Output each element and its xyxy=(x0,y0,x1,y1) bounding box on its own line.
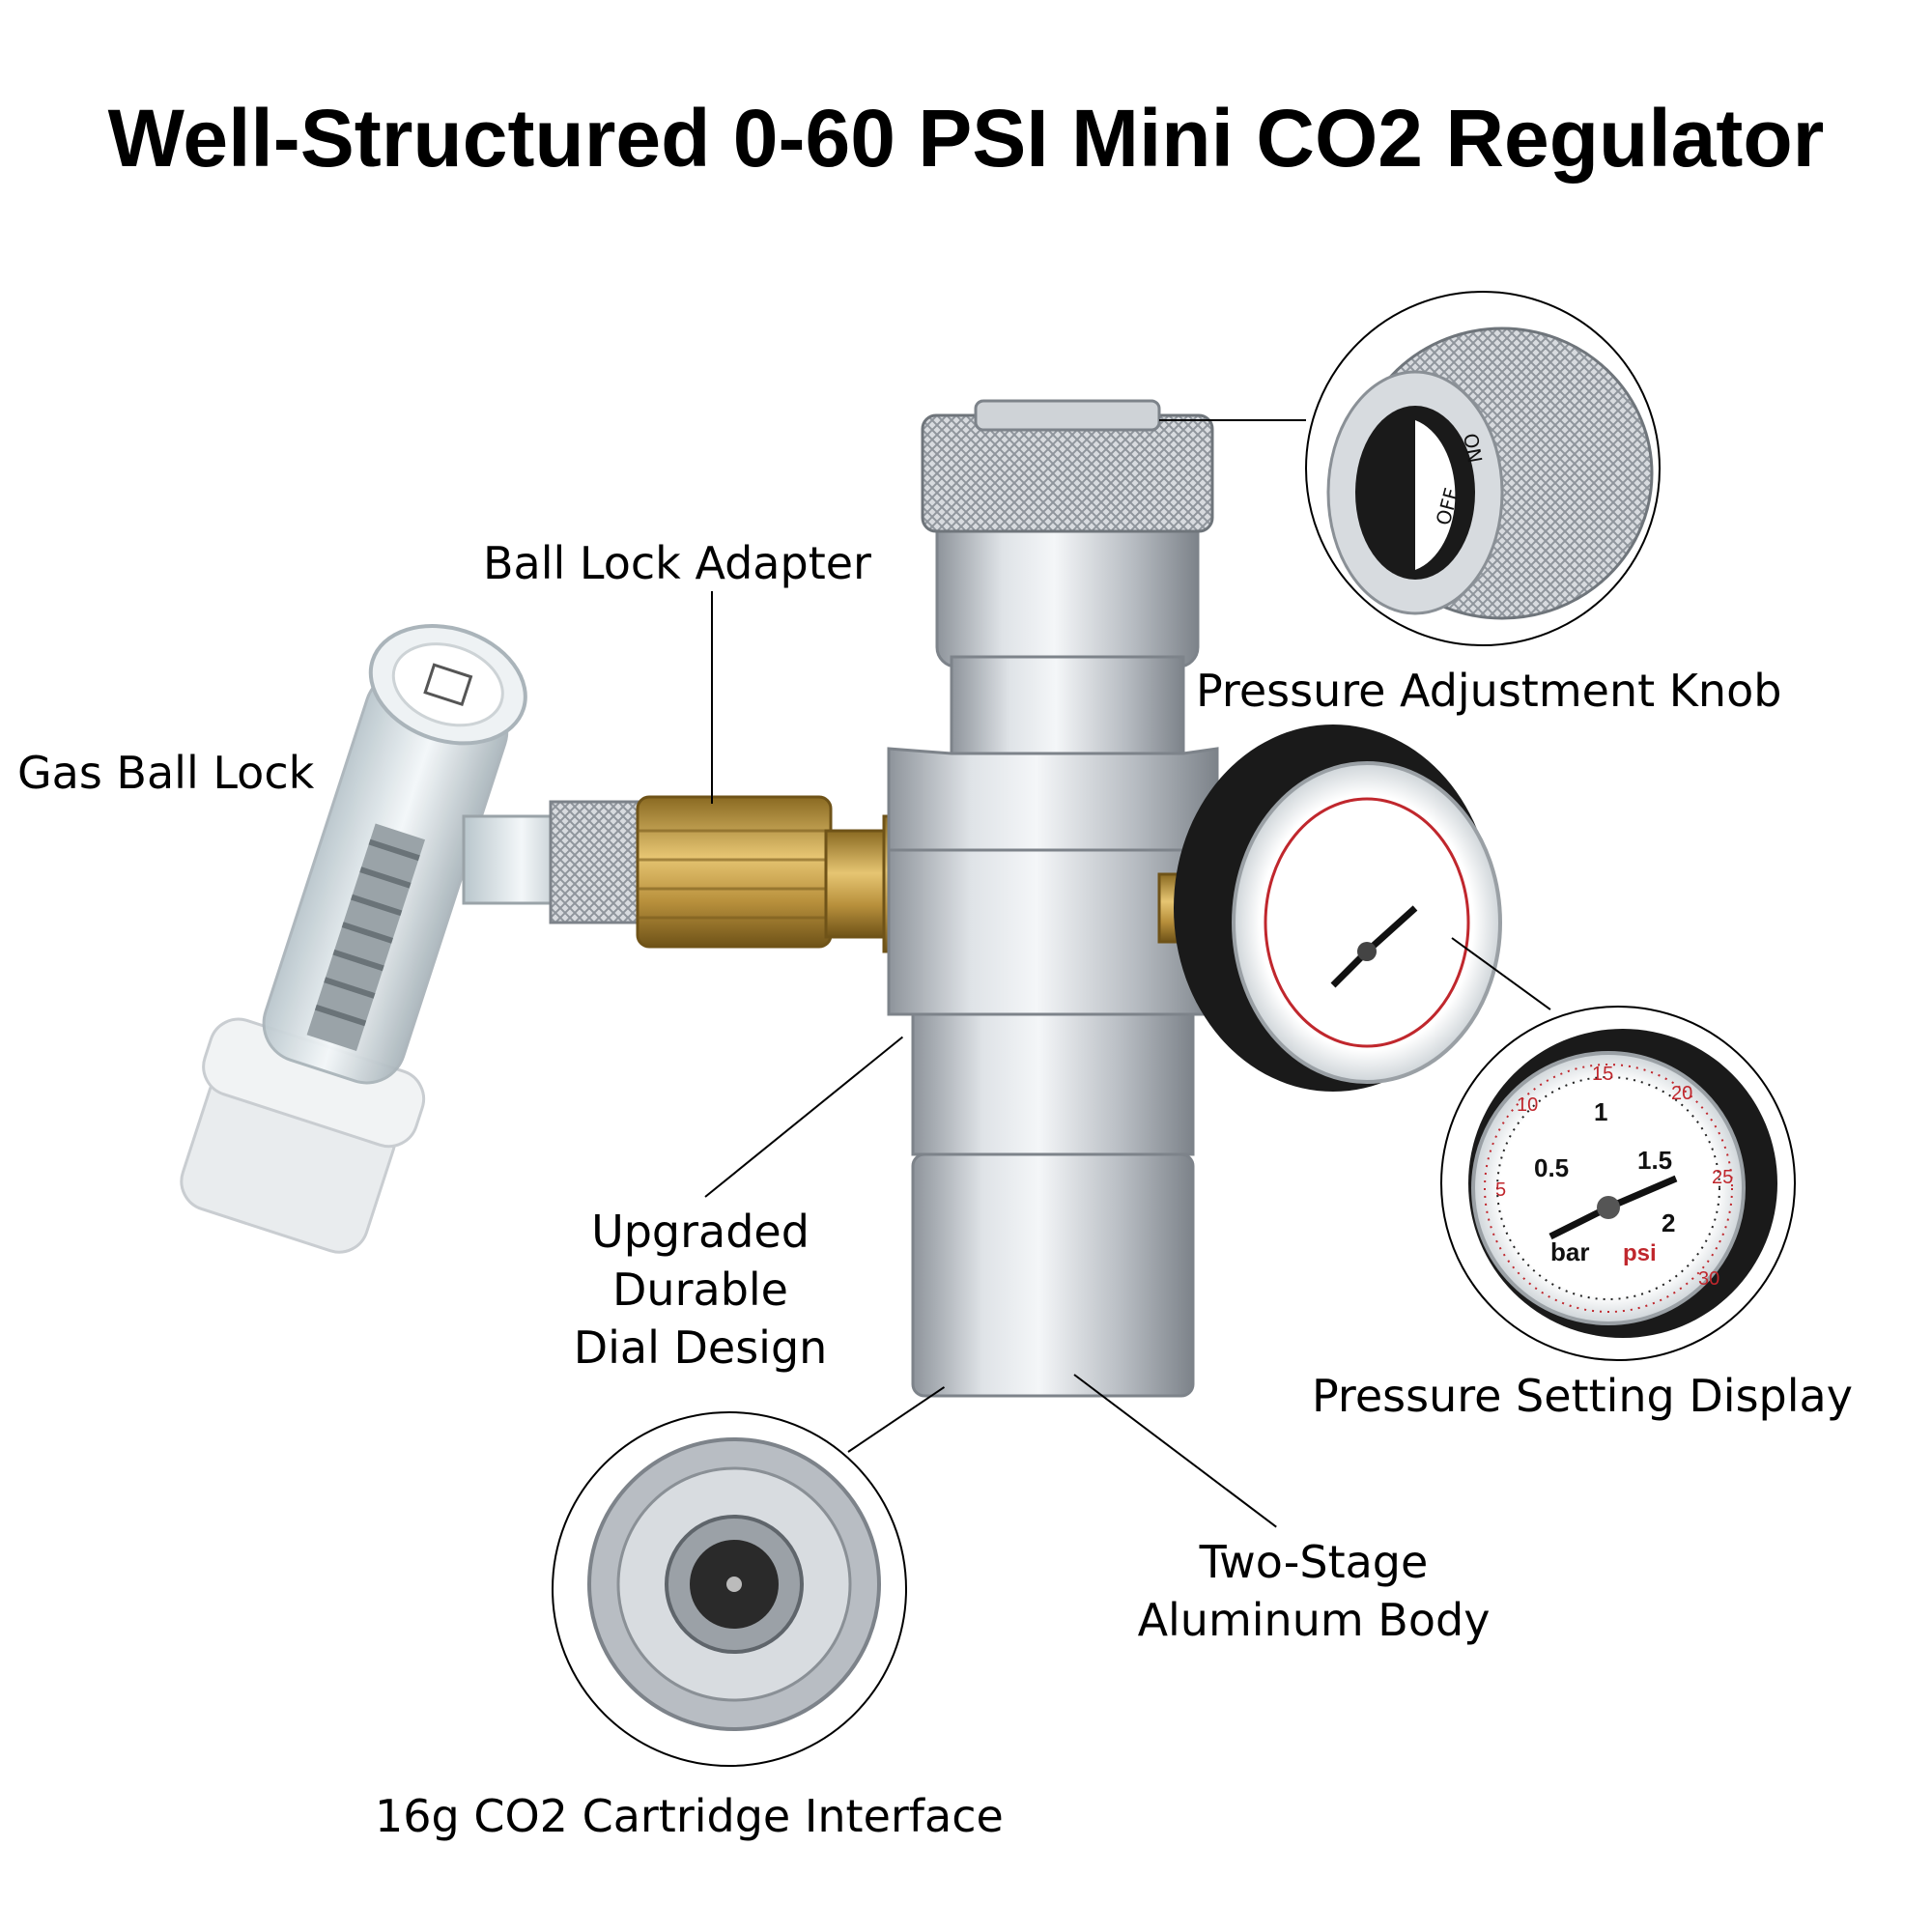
callout-line-knob xyxy=(1159,419,1306,421)
label-pressure-adjustment-knob: Pressure Adjustment Knob xyxy=(1196,665,1782,717)
label-dial-line-1: Upgraded xyxy=(591,1206,810,1258)
page-title: Well-Structured 0-60 PSI Mini CO2 Regula… xyxy=(107,93,1825,184)
gauge-unit-psi: psi xyxy=(1623,1240,1657,1266)
cartridge-detail-circle xyxy=(552,1411,907,1767)
label-pressure-setting-display: Pressure Setting Display xyxy=(1312,1370,1853,1422)
label-dial-line-2: Durable xyxy=(612,1264,788,1316)
knob-on-marking: ON xyxy=(1459,432,1487,465)
gauge-psi-5: 5 xyxy=(1495,1179,1506,1201)
gauge-detail-circle: 0.5 1 1.5 2 bar 5 10 15 20 25 30 psi xyxy=(1440,1006,1796,1361)
label-ball-lock-adapter: Ball Lock Adapter xyxy=(483,537,871,589)
callout-line-ball-lock-adapter xyxy=(711,591,713,804)
gauge-psi-20: 20 xyxy=(1671,1083,1692,1104)
label-body-line-1: Two-Stage xyxy=(1199,1536,1429,1588)
gauge-bar-0-5: 0.5 xyxy=(1534,1153,1569,1182)
label-body-line-2: Aluminum Body xyxy=(1137,1594,1491,1646)
label-gas-ball-lock: Gas Ball Lock xyxy=(17,747,315,799)
gauge-psi-25: 25 xyxy=(1712,1167,1733,1188)
gas-ball-lock-part xyxy=(180,624,527,1254)
gauge-psi-30: 30 xyxy=(1698,1268,1719,1290)
label-dial-design: Upgraded Durable Dial Design xyxy=(536,1203,865,1377)
label-aluminum-body: Two-Stage Aluminum Body xyxy=(1082,1533,1546,1649)
gauge-bar-1: 1 xyxy=(1594,1097,1607,1126)
gauge-psi-15: 15 xyxy=(1592,1064,1613,1085)
gauge-bar-1-5: 1.5 xyxy=(1637,1146,1672,1175)
gauge-unit-bar: bar xyxy=(1550,1237,1589,1266)
label-cartridge-interface: 16g CO2 Cartridge Interface xyxy=(375,1790,1004,1842)
gauge-bar-2: 2 xyxy=(1662,1208,1675,1237)
label-dial-line-3: Dial Design xyxy=(573,1321,828,1374)
knob-detail-circle: ON OFF xyxy=(1305,291,1661,646)
gauge-psi-10: 10 xyxy=(1517,1094,1538,1116)
